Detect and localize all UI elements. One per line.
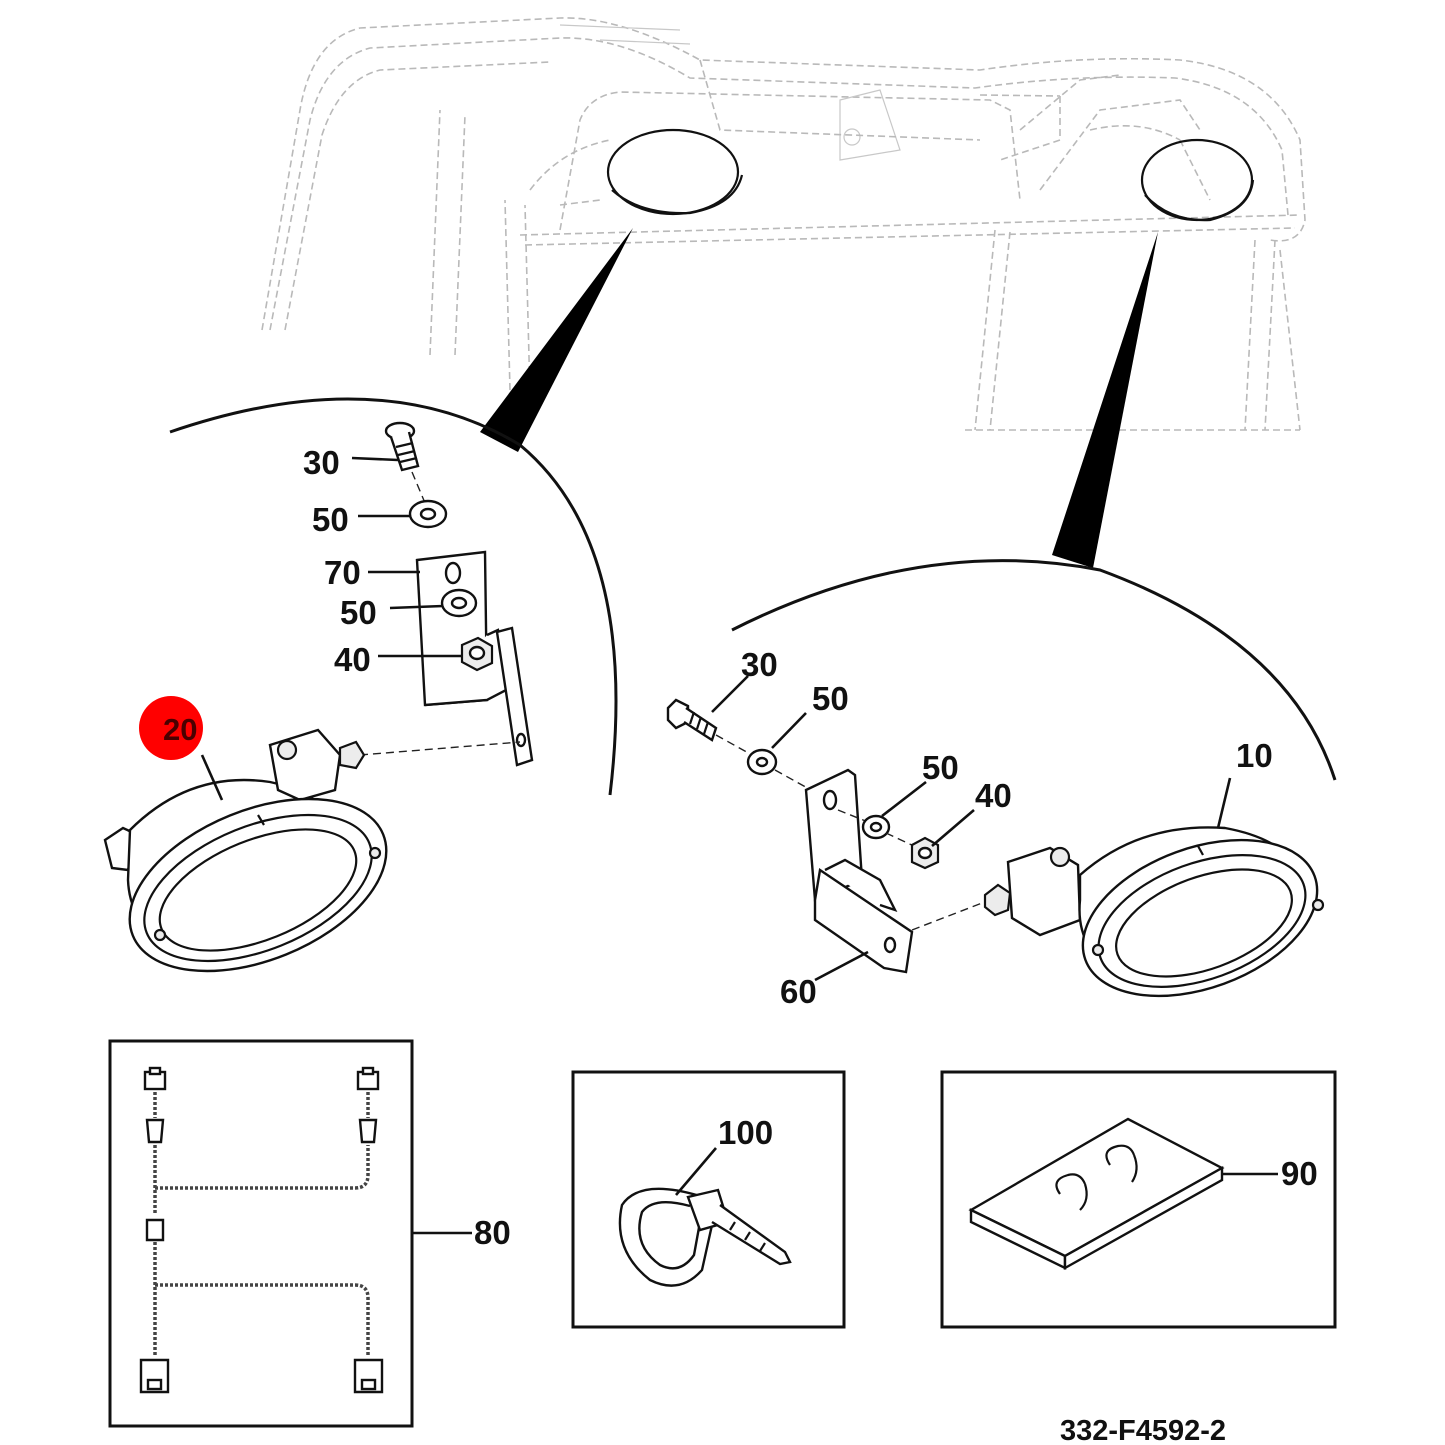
bracket-icon (804, 768, 914, 974)
connector-icon (356, 1066, 380, 1091)
detail-arc-right (731, 559, 1337, 781)
callout-40-left[interactable]: 40 (334, 641, 371, 678)
work-lamp-icon (983, 826, 1325, 998)
cable-tie-icon (618, 1187, 792, 1287)
callout-30-right[interactable]: 30 (741, 646, 778, 683)
bolt-icon (666, 698, 718, 742)
nut-icon (460, 636, 494, 672)
callout-50-left-mid[interactable]: 50 (340, 594, 377, 631)
callout-20-highlighted[interactable]: 20 (163, 712, 197, 747)
cab-lamp-left-icon (606, 128, 740, 216)
pointer-wedge-left (480, 228, 633, 452)
work-lamp-icon (103, 728, 388, 973)
left-lamp-assembly (103, 421, 534, 973)
right-lamp-assembly (666, 698, 1325, 998)
callout-70[interactable]: 70 (324, 554, 361, 591)
callout-90[interactable]: 90 (1281, 1155, 1318, 1192)
drawing-number: 332-F4592-2 (1060, 1415, 1226, 1445)
harness-panel (108, 1039, 414, 1428)
washer-icon (746, 748, 778, 776)
callout-80[interactable]: 80 (474, 1214, 511, 1251)
plug-icon (145, 1118, 165, 1144)
connector-icon (143, 1066, 167, 1091)
callout-30-left[interactable]: 30 (303, 444, 340, 481)
connector-icon (139, 1358, 170, 1394)
callout-50-left-top[interactable]: 50 (312, 501, 349, 538)
nut-icon (910, 836, 940, 870)
washer-icon (861, 814, 891, 840)
callout-40-right[interactable]: 40 (975, 777, 1012, 814)
adhesive-pad-icon (968, 1117, 1225, 1271)
callout-100[interactable]: 100 (718, 1114, 773, 1151)
washer-icon (440, 588, 478, 618)
pointer-wedge-right (1052, 232, 1158, 568)
vehicle-cab-outline (261, 17, 1306, 431)
washer-icon (408, 499, 448, 529)
detail-arc-left (169, 397, 618, 796)
inline-connector-icon (145, 1218, 165, 1242)
callout-50-right-b[interactable]: 50 (922, 749, 959, 786)
pad-panel (940, 1070, 1337, 1329)
highlight-marker (139, 696, 203, 760)
cable-tie-panel (571, 1070, 846, 1329)
callout-60[interactable]: 60 (780, 973, 817, 1010)
plug-icon (358, 1118, 378, 1144)
callout-50-right-a[interactable]: 50 (812, 680, 849, 717)
bolt-icon (384, 421, 420, 472)
connector-icon (353, 1358, 384, 1394)
callout-10[interactable]: 10 (1236, 737, 1273, 774)
